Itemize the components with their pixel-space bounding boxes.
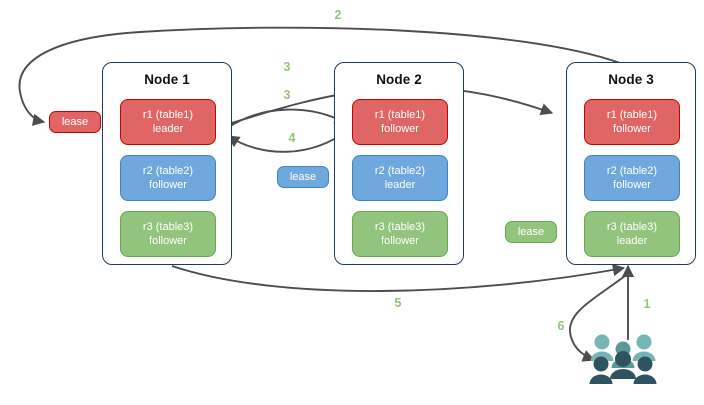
replica-role: follower — [613, 123, 651, 135]
replica-r3-node2[interactable]: r3 (table3) follower — [352, 211, 448, 257]
node-box-3[interactable]: Node 3 r1 (table1) follower r2 (table2) … — [566, 62, 696, 265]
replica-r1-node1[interactable]: r1 (table1) leader — [120, 99, 216, 145]
replica-r1-node3[interactable]: r1 (table1) follower — [584, 99, 680, 145]
replica-r2-node1[interactable]: r2 (table2) follower — [120, 155, 216, 201]
replica-r2-node3[interactable]: r2 (table2) follower — [584, 155, 680, 201]
edge-label-1: 1 — [643, 297, 651, 311]
replica-r2-node2[interactable]: r2 (table2) leader — [352, 155, 448, 201]
replica-name: r3 (table3) — [142, 221, 194, 233]
lease-badge-green[interactable]: lease — [505, 221, 557, 243]
node-box-2[interactable]: Node 2 r1 (table1) follower r2 (table2) … — [334, 62, 464, 265]
lease-badge-blue[interactable]: lease — [277, 166, 329, 188]
replica-name: r1 (table1) — [374, 109, 426, 121]
replica-name: r3 (table3) — [374, 221, 426, 233]
edge-label-3-upper: 3 — [283, 60, 291, 74]
replica-name: r3 (table3) — [606, 221, 658, 233]
edge-5-path — [171, 263, 626, 292]
replica-r1-node2[interactable]: r1 (table1) follower — [352, 99, 448, 145]
replica-name: r2 (table2) — [606, 165, 658, 177]
replica-role: leader — [152, 123, 184, 135]
users-icon — [589, 334, 657, 384]
replica-role: follower — [149, 179, 187, 191]
edge-3-lens-path — [223, 108, 348, 131]
replica-role: follower — [149, 235, 187, 247]
replica-r3-node3[interactable]: r3 (table3) leader — [584, 211, 680, 257]
edge-label-5: 5 — [394, 296, 402, 310]
lease-badge-red[interactable]: lease — [49, 111, 101, 133]
edge-label-2: 2 — [334, 8, 342, 22]
replica-role: follower — [381, 235, 419, 247]
replica-role: follower — [613, 179, 651, 191]
replica-role: leader — [384, 179, 416, 191]
replica-name: r2 (table2) — [142, 165, 194, 177]
node-title: Node 2 — [376, 72, 422, 87]
replica-role: follower — [381, 123, 419, 135]
node-title: Node 1 — [144, 72, 190, 87]
replica-name: r1 (table1) — [606, 109, 658, 121]
replica-role: leader — [616, 235, 648, 247]
node-box-1[interactable]: Node 1 r1 (table1) leader r2 (table2) fo… — [102, 62, 232, 265]
edge-label-3-lens: 3 — [283, 88, 291, 102]
node-title: Node 3 — [608, 72, 654, 87]
edge-label-4: 4 — [288, 131, 296, 145]
replica-name: r1 (table1) — [142, 109, 194, 121]
replica-r3-node1[interactable]: r3 (table3) follower — [120, 211, 216, 257]
replica-name: r2 (table2) — [374, 165, 426, 177]
edge-label-6: 6 — [557, 319, 565, 333]
